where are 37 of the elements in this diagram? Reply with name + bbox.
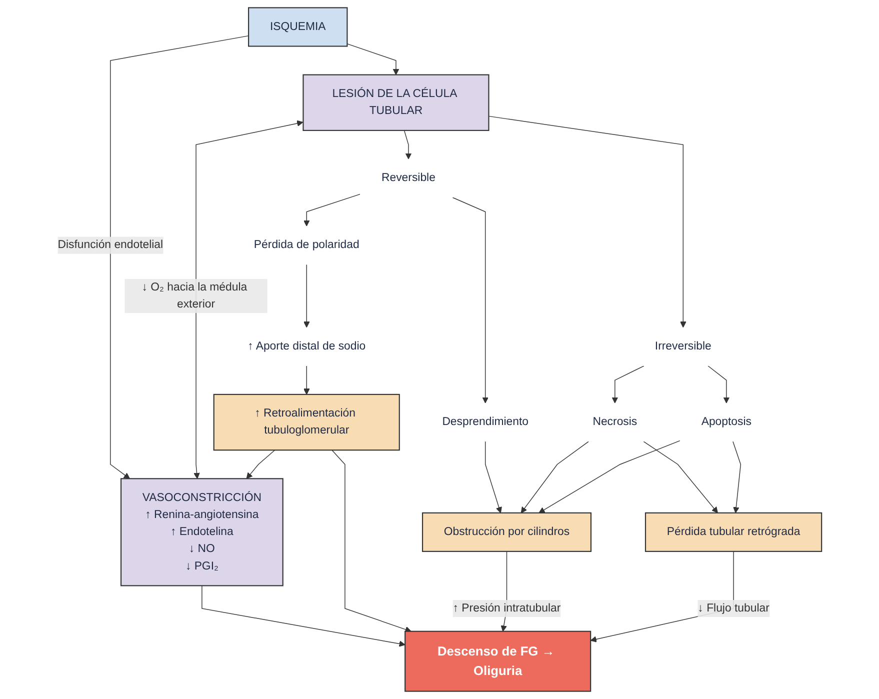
arrow [346, 43, 399, 76]
node-box: Pérdida tubular retrógrada [644, 512, 822, 552]
node-text: Apoptosis [701, 416, 752, 428]
node-box: LESIÓN DE LA CÉLULA TUBULAR [302, 74, 490, 131]
node-text: Reversible [381, 172, 436, 184]
arrow [612, 366, 644, 404]
arrow [404, 130, 412, 160]
arrow [707, 366, 730, 404]
node-text: Irreversible [654, 340, 712, 352]
node-box: ↑ Retroalimentación tubuloglomerular [213, 394, 400, 451]
arrow [201, 585, 406, 647]
node-text: ↑ Aporte distal de sodio [247, 340, 366, 352]
arrow [520, 441, 589, 514]
edge-label: ↓ O₂ hacia la médula exterior [142, 280, 247, 310]
node-box: VASOCONSTRICCIÓN ↑ Renina-angiotensina ↑ Endotelina ↓ NO ↓ PGI₂ [120, 478, 284, 586]
node-box: ISQUEMIA [248, 7, 348, 47]
edge-label: ↓ Flujo tubular [698, 602, 770, 614]
arrow [484, 441, 502, 514]
arrow [246, 450, 275, 479]
node-text: Pérdida de polaridad [254, 238, 360, 252]
arrow [110, 35, 249, 479]
node-text: Desprendimiento [442, 416, 528, 428]
arrow [488, 116, 686, 328]
arrow [331, 450, 412, 632]
node-box: Obstrucción por cilindros [422, 512, 592, 552]
node-box: Descenso de FG → Oliguria [404, 630, 591, 692]
arrow [193, 120, 304, 479]
arrow [452, 197, 488, 404]
arrow [303, 264, 310, 328]
arrow [303, 366, 310, 395]
node-text: Necrosis [592, 416, 637, 428]
edge-label: Disfunción endotelial [58, 238, 163, 252]
arrow [303, 194, 360, 226]
arrow [732, 441, 741, 514]
arrow [643, 441, 718, 514]
arrow [538, 440, 680, 514]
edge-label: ↑ Presión intratubular [452, 602, 561, 614]
